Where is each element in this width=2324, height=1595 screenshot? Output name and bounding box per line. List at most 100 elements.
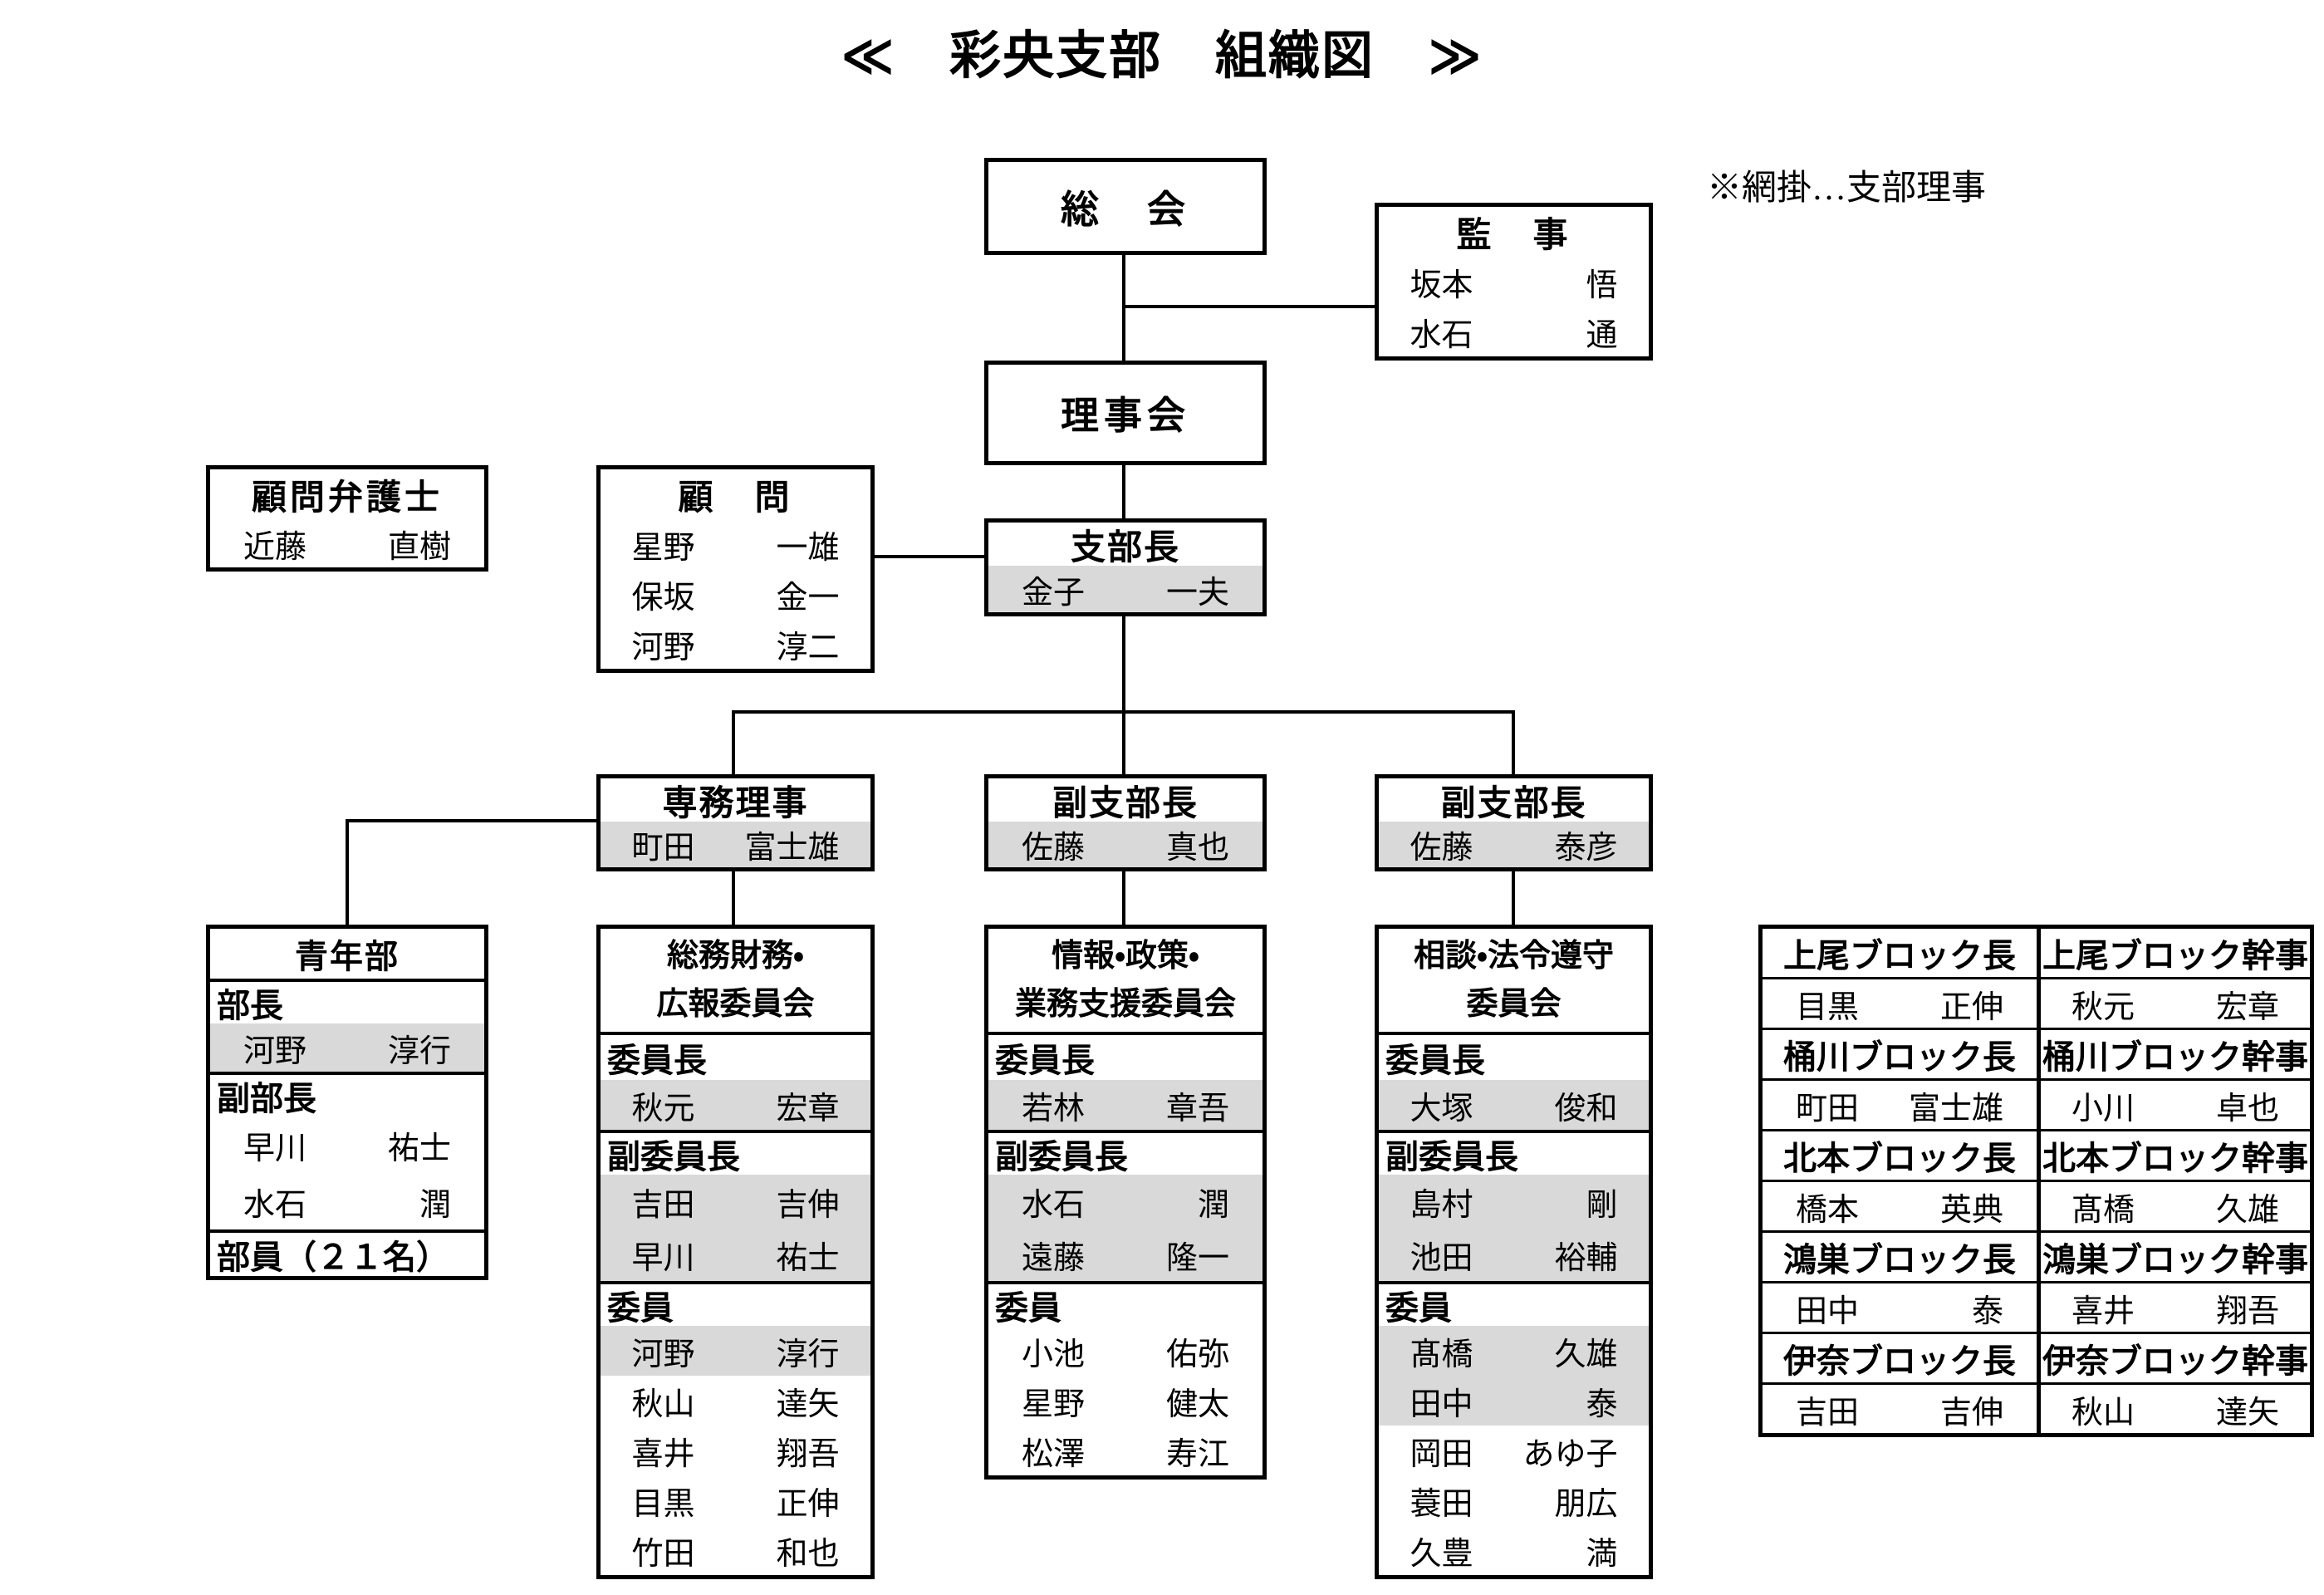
name-first: 悟 [1586,267,1618,303]
person-name: 松澤 寿江 [1022,1428,1229,1474]
connector-line [1122,871,1125,925]
member-name-row: 髙橋 久雄 [1379,1326,1649,1376]
vice-chair-name-row: 早川 祐士 [601,1228,870,1281]
member-name-row: 松澤 寿江 [988,1426,1263,1475]
committee-title-line1: 総務財務・ [667,939,804,974]
auditor-name-row: 水石 通 [1379,307,1649,356]
name-first: 寿江 [1165,1436,1229,1472]
name-first: 淳二 [776,630,840,665]
name-first: 剛 [1586,1187,1618,1223]
branch-head-box: 支部長 金子 一夫 [984,518,1267,616]
advisor-lawyer-title: 顧問弁護士 [251,477,443,517]
advisor-lawyer-name-row: 近藤 直樹 [210,519,484,567]
block-leader-name: 町田 富士雄 [1763,1081,2037,1129]
name-last: 蓑田 [1410,1486,1473,1522]
person-name: 若林 章吾 [1022,1082,1229,1128]
name-first: 正伸 [776,1486,840,1522]
connector-line [1512,710,1515,774]
vice-chair-name-row: 遠藤 隆一 [988,1228,1263,1281]
vice-branch-head-name-row: 佐藤 真也 [988,822,1263,867]
block-secretary-header: 鴻巣ブロック幹事 [2041,1233,2310,1281]
name-last: 喜井 [2071,1293,2135,1329]
name-last: 目黒 [1796,989,1860,1025]
advisors-box: 顧 問 星野 一雄 保坂 金一 河野 淳二 [596,465,875,673]
name-first: 直樹 [387,529,451,565]
auditors-box: 監 事 坂本 悟 水石 通 [1375,203,1653,361]
committee-title-line2: 業務支援委員会 [1014,987,1236,1022]
person-name: 田中 泰 [1796,1285,2003,1331]
name-first: 英典 [1939,1192,2003,1228]
name-last: 星野 [631,530,695,566]
legend-note: ※網掛…支部理事 [1707,169,1987,208]
chair-label: 委員長 [607,1043,707,1079]
person-name: 町田 富士雄 [1796,1082,2003,1128]
person-name: 池田 裕輔 [1410,1232,1618,1278]
name-first: 健太 [1165,1386,1229,1422]
connector-line [875,555,984,558]
person-name: 水石 潤 [1022,1179,1229,1224]
name-last: 橋本 [1796,1192,1860,1228]
name-last: 島村 [1410,1187,1473,1223]
vice-chair-name-row: 島村 剛 [1379,1175,1649,1228]
person-name: 水石 通 [1410,309,1618,355]
name-first: 真也 [1165,831,1229,866]
name-last: 秋山 [631,1386,695,1422]
name-last: 秋元 [2071,989,2135,1025]
name-first: 卓也 [2215,1091,2279,1126]
board-title: 理事会 [1061,394,1190,437]
member-name-row: 蓑田 朋広 [1379,1475,1649,1525]
name-last: 喜井 [631,1436,695,1472]
person-name: 星野 健太 [1022,1378,1229,1424]
person-name: 秋元 宏章 [2071,981,2279,1027]
name-last: 池田 [1410,1240,1473,1276]
name-first: 章吾 [1165,1091,1229,1126]
block-secretary-name: 喜井 翔吾 [2041,1283,2310,1332]
name-last: 小池 [1022,1337,1086,1372]
block-secretary-name: 秋元 宏章 [2041,979,2310,1028]
name-first: 泰 [1586,1386,1618,1422]
connector-line [1512,871,1515,925]
person-name: 星野 一雄 [632,522,840,567]
person-name: 秋山 達矢 [632,1378,840,1424]
general-meeting-title: 総 会 [1061,187,1190,231]
chair-name-row: 大塚 俊和 [1379,1080,1649,1130]
name-first: 吉伸 [1939,1395,2003,1431]
person-name: 秋元 宏章 [632,1082,840,1128]
youth-head-name-row: 河野 淳行 [210,1023,484,1072]
person-name: 坂本 悟 [1410,259,1618,305]
block-secretary-name: 髙橋 久雄 [2041,1182,2310,1230]
member-name-row: 小池 佑弥 [988,1326,1263,1376]
executive-director-box: 専務理事 町田 富士雄 [596,774,875,871]
name-first: 宏章 [2215,989,2279,1025]
name-first: あゆ子 [1522,1436,1618,1472]
committee-title: 総務財務・ 広報委員会 [601,929,870,1035]
name-first: 久雄 [2215,1192,2279,1228]
name-last: 佐藤 [1022,831,1086,866]
person-name: 橋本 英典 [1796,1184,2003,1229]
name-first: 吉伸 [776,1187,840,1223]
name-first: 満 [1586,1536,1618,1572]
name-last: 河野 [631,630,695,665]
name-last: 小川 [2071,1091,2135,1126]
name-first: 隆一 [1165,1240,1229,1276]
members-label: 委員 [988,1281,1263,1327]
person-name: 田中 泰 [1410,1378,1618,1424]
youth-division-title: 青年部 [210,929,484,982]
connector-line [732,871,735,925]
vice-chair-name-row: 池田 裕輔 [1379,1228,1649,1281]
name-first: 淳行 [776,1337,840,1372]
person-name: 吉田 吉伸 [1796,1386,2003,1432]
vice-chair-label: 副委員長 [988,1130,1263,1175]
name-last: 町田 [631,831,695,866]
name-last: 吉田 [631,1187,695,1223]
auditor-name-row: 坂本 悟 [1379,257,1649,307]
name-first: 達矢 [2215,1395,2279,1431]
person-name: 河野 淳二 [632,621,840,667]
name-first: 佑弥 [1165,1337,1229,1372]
member-name-row: 岡田 あゆ子 [1379,1426,1649,1475]
block-leader-name: 目黒 正伸 [1763,979,2037,1028]
name-first: 達矢 [776,1386,840,1422]
person-name: 喜井 翔吾 [632,1428,840,1474]
committee-general-affairs-box: 総務財務・ 広報委員会 委員長 秋元 宏章 副委員長 吉田 吉伸 早川 祐士 委… [596,925,875,1579]
name-first: 翔吾 [776,1436,840,1472]
